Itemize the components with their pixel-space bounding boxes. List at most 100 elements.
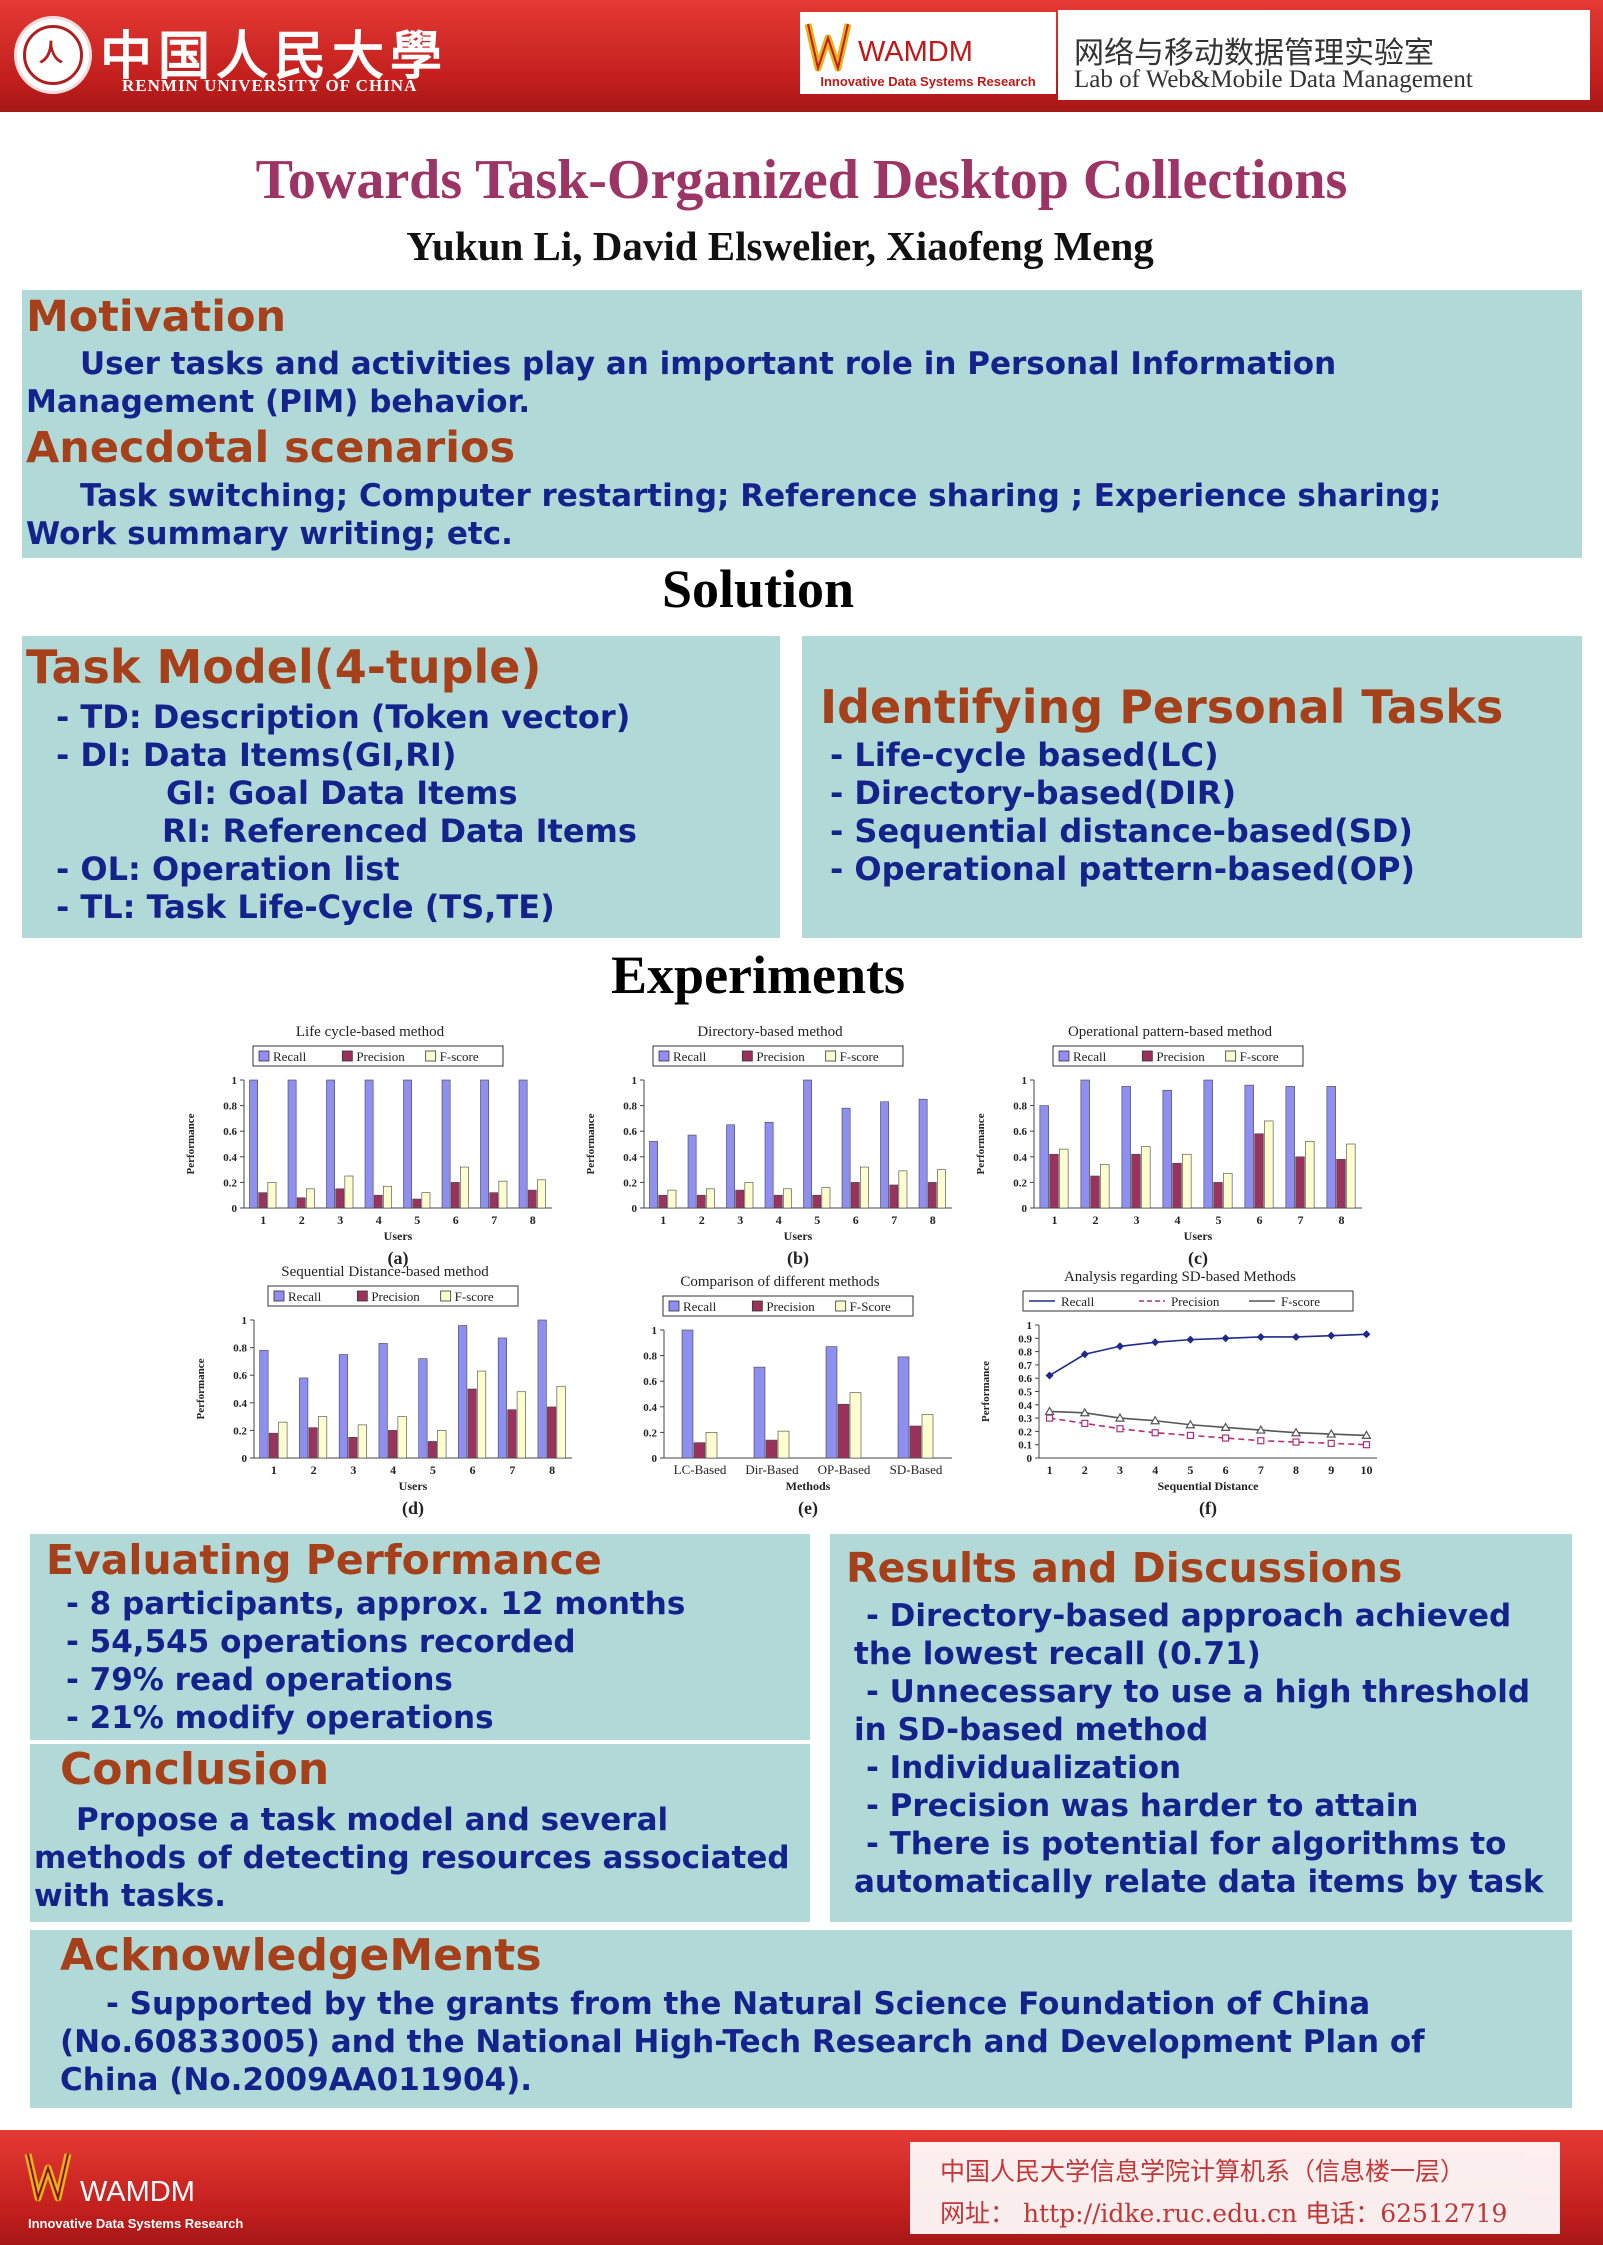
- bar: [1059, 1148, 1069, 1209]
- legend-label: F-score: [455, 1289, 494, 1304]
- bar: [498, 1180, 508, 1209]
- footer-wamdm-w-icon: [24, 2153, 72, 2202]
- bar: [441, 1079, 451, 1209]
- bar: [705, 1432, 718, 1459]
- legend-swatch: [258, 1050, 270, 1062]
- x-tick-label: 3: [737, 1213, 743, 1227]
- chart-caption: (e): [798, 1498, 818, 1519]
- x-tick-label: 1: [1047, 1463, 1053, 1477]
- bar: [1285, 1086, 1295, 1209]
- bar: [418, 1358, 428, 1459]
- y-tick-label: 0.6: [643, 1376, 657, 1388]
- chart-legend-box: [662, 1295, 914, 1317]
- acknowledgements-line-1: - Supported by the grants from the Natur…: [106, 1986, 1371, 2022]
- data-point: [1080, 1350, 1089, 1359]
- bar: [318, 1416, 328, 1459]
- bar: [507, 1409, 517, 1459]
- anecdotal-line-1: Task switching; Computer restarting; Ref…: [80, 478, 1442, 514]
- bar: [437, 1430, 447, 1459]
- evaluating-item: - 54,545 operations recorded: [66, 1624, 576, 1660]
- bar: [649, 1141, 658, 1209]
- footer-wamdm-logo: WAMDM Innovative Data Systems Research: [10, 2138, 280, 2238]
- bar: [537, 1319, 547, 1459]
- legend-label: F-score: [1281, 1294, 1320, 1309]
- task-model-heading: Task Model(4-tuple): [26, 640, 542, 694]
- legend-label: Recall: [683, 1299, 717, 1314]
- x-tick-label: 4: [390, 1463, 396, 1477]
- bar: [753, 1366, 766, 1459]
- x-tick-label: 6: [470, 1463, 476, 1477]
- task-model-item: GI: Goal Data Items: [166, 774, 518, 812]
- data-point: [1186, 1335, 1195, 1344]
- bar: [268, 1432, 278, 1459]
- bar: [696, 1194, 706, 1209]
- y-axis-label: Performance: [585, 1113, 597, 1174]
- bar: [1254, 1133, 1264, 1209]
- data-point: [1221, 1334, 1230, 1343]
- bar: [909, 1425, 922, 1459]
- y-tick-label: 0.6: [233, 1370, 247, 1382]
- y-tick-label: 0.7: [1018, 1360, 1032, 1372]
- bar: [1295, 1156, 1305, 1209]
- bar: [458, 1325, 468, 1459]
- x-tick-label: 8: [1293, 1463, 1299, 1477]
- x-tick-label: 3: [350, 1463, 356, 1477]
- bar: [516, 1391, 526, 1459]
- bar: [1049, 1153, 1059, 1209]
- conclusion-panel: Conclusion Propose a task model and seve…: [30, 1744, 810, 1922]
- y-tick-label: 0: [1027, 1453, 1033, 1465]
- bar: [850, 1182, 860, 1209]
- bar: [1213, 1182, 1223, 1209]
- legend-label: F-score: [440, 1049, 479, 1064]
- legend-label: Precision: [371, 1289, 420, 1304]
- bar: [344, 1175, 354, 1209]
- identifying-item: - Life-cycle based(LC): [830, 736, 1219, 774]
- bar: [378, 1343, 388, 1459]
- bar: [825, 1346, 838, 1459]
- legend-swatch: [425, 1050, 437, 1062]
- y-tick-label: 0.9: [1018, 1333, 1032, 1345]
- y-tick-label: 0.8: [1018, 1347, 1032, 1359]
- x-tick-label: OP-Based: [818, 1462, 871, 1477]
- results-line: automatically relate data items by task: [854, 1864, 1544, 1900]
- legend-swatch: [341, 1050, 353, 1062]
- y-tick-label: 0: [652, 1453, 658, 1465]
- y-tick-label: 0.2: [1018, 1426, 1032, 1438]
- y-tick-label: 0.4: [233, 1398, 247, 1410]
- results-panel: Results and Discussions - Directory-base…: [830, 1534, 1572, 1922]
- data-point: [1327, 1439, 1335, 1447]
- bar: [296, 1197, 306, 1209]
- y-tick-label: 0.8: [1013, 1101, 1027, 1113]
- y-tick-label: 0.8: [643, 1351, 657, 1363]
- legend-label: Recall: [288, 1289, 322, 1304]
- lab-name-cn: 网络与移动数据管理实验室: [1074, 36, 1434, 71]
- x-tick-label: 2: [699, 1213, 705, 1227]
- wamdm-logo: WAMDM Innovative Data Systems Research: [800, 12, 1056, 94]
- bar: [777, 1430, 790, 1459]
- results-heading: Results and Discussions: [846, 1544, 1403, 1592]
- x-tick-label: 8: [1339, 1213, 1345, 1227]
- evaluating-item: - 8 participants, approx. 12 months: [66, 1586, 686, 1622]
- y-tick-label: 0.6: [623, 1126, 637, 1138]
- results-line: in SD-based method: [854, 1712, 1209, 1748]
- results-line: - Unnecessary to use a high threshold: [866, 1674, 1531, 1710]
- legend-swatch: [1225, 1050, 1237, 1062]
- footer-contact-box: 中国人民大学信息学院计算机系（信息楼一层） 网址： http://idke.ru…: [910, 2142, 1560, 2234]
- bar: [299, 1377, 309, 1459]
- bar: [764, 1121, 774, 1209]
- bar: [667, 1189, 677, 1209]
- bar: [1305, 1141, 1315, 1209]
- chart-caption: (f): [1199, 1498, 1217, 1519]
- data-point: [1222, 1434, 1230, 1442]
- acknowledgements-heading: AcknowledgeMents: [60, 1930, 542, 1981]
- bar: [338, 1354, 348, 1459]
- bar: [1100, 1164, 1110, 1209]
- data-point: [1185, 1419, 1196, 1429]
- motivation-line-1: User tasks and activities play an import…: [80, 346, 1337, 382]
- bar: [480, 1079, 489, 1209]
- evaluating-item: - 21% modify operations: [66, 1700, 494, 1736]
- chart-legend-box: [1022, 1290, 1354, 1312]
- y-tick-label: 1: [242, 1315, 248, 1327]
